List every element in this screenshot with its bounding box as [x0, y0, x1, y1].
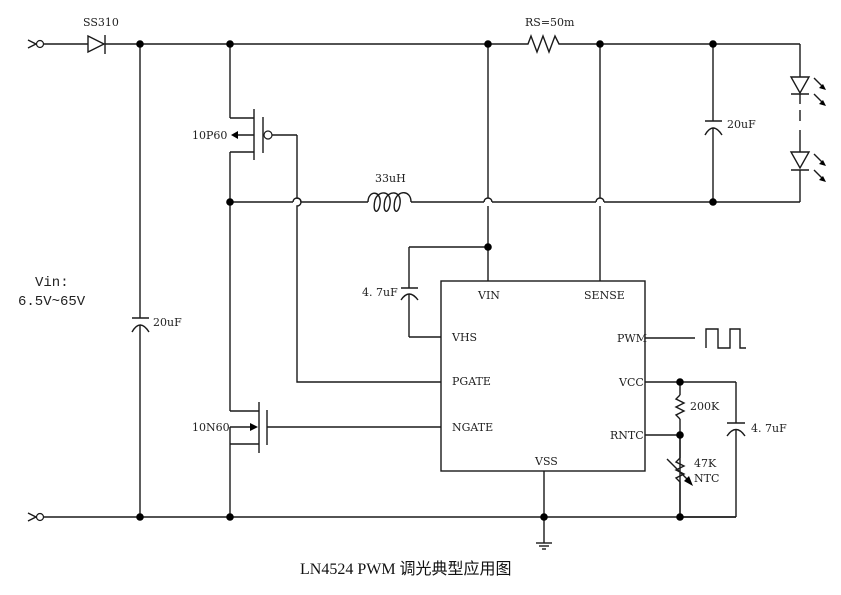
- pin-rntc: RNTC: [610, 429, 644, 442]
- vin-range-label: 6.5V~65V: [18, 294, 86, 310]
- input-terminal-top: [27, 39, 45, 49]
- pwm-signal-icon: [705, 328, 746, 349]
- inductor-33uh: [367, 192, 412, 212]
- nmos-label: 10N60: [192, 421, 230, 434]
- diode-ss310: [87, 34, 106, 54]
- nmos-10n60: [229, 402, 441, 517]
- led-emission-icon: [813, 77, 826, 182]
- pin-vss: VSS: [534, 455, 558, 468]
- output-capacitor-label: 20uF: [727, 118, 756, 131]
- pin-pgate: PGATE: [452, 375, 491, 388]
- pin-ngate: NGATE: [452, 421, 493, 434]
- ic-ln4524: [440, 280, 646, 472]
- pgate-wire: [296, 135, 441, 383]
- led-string: [789, 44, 811, 202]
- ntc-type-label: NTC: [694, 472, 719, 485]
- pin-vin: VIN: [477, 289, 500, 302]
- pin-pwm: PWM: [617, 332, 647, 345]
- vcc-capacitor-label: 4. 7uF: [751, 422, 787, 435]
- pin-vcc: VCC: [618, 376, 644, 389]
- input-capacitor: [131, 44, 150, 517]
- vcc-capacitor: [680, 382, 746, 518]
- diagram-caption: LN4524 PWM 调光典型应用图: [300, 559, 512, 578]
- pmos-label: 10P60: [192, 129, 227, 142]
- vcc-resistor-label: 200K: [690, 400, 720, 413]
- output-capacitor: [704, 44, 723, 202]
- vhs-capacitor-label: 4. 7uF: [362, 286, 398, 299]
- diode-label: SS310: [83, 16, 119, 29]
- sense-resistor: [525, 34, 562, 54]
- pmos-10p60: [229, 44, 297, 202]
- vss-ground: [536, 471, 552, 550]
- sense-resistor-label: RS=50m: [525, 16, 575, 29]
- vhs-capacitor: [400, 246, 488, 338]
- ntc-value-label: 47K: [694, 457, 717, 470]
- pin-vhs: VHS: [451, 331, 477, 344]
- inductor-label: 33uH: [375, 172, 406, 185]
- pin-sense: SENSE: [584, 289, 625, 302]
- ntc-thermistor: [666, 435, 693, 517]
- input-terminal-bottom: [27, 512, 45, 522]
- junction-dots: [136, 40, 717, 521]
- vin-label: Vin:: [35, 275, 69, 291]
- input-capacitor-label: 20uF: [153, 316, 182, 329]
